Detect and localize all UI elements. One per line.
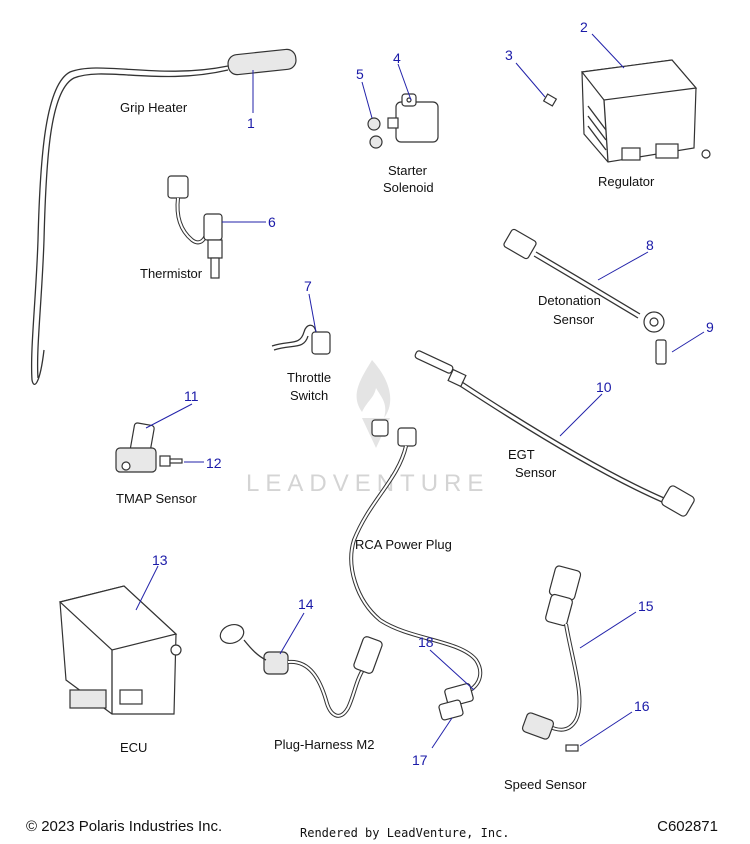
label-starter-line1: Starter — [388, 163, 428, 178]
label-detonation-line2: Sensor — [553, 312, 595, 327]
leader-5 — [361, 81, 373, 119]
label-starter-line2: Solenoid — [383, 180, 434, 195]
callout-17: 17 — [412, 752, 428, 768]
label-regulator: Regulator — [598, 174, 655, 189]
leader-2 — [591, 33, 625, 69]
callout-8: 8 — [646, 237, 654, 253]
ecu-part — [58, 585, 182, 715]
thermistor-part — [167, 175, 223, 279]
callout-11: 11 — [184, 388, 199, 404]
callout-12: 12 — [206, 455, 222, 471]
leader-15 — [579, 611, 637, 649]
leader-13 — [135, 565, 159, 611]
label-plug-harness: Plug-Harness M2 — [274, 737, 374, 752]
callout-5: 5 — [356, 66, 364, 82]
label-egt-line2: Sensor — [515, 465, 557, 480]
leader-10 — [559, 393, 603, 437]
label-throttle-line2: Switch — [290, 388, 328, 403]
label-detonation-line1: Detonation — [538, 293, 601, 308]
callout-7: 7 — [304, 278, 312, 294]
rendered-by-text: Rendered by LeadVenture, Inc. — [300, 826, 510, 840]
speed-sensor-part — [521, 565, 582, 752]
starter-solenoid-part — [367, 93, 439, 149]
callout-6: 6 — [268, 214, 276, 230]
callout-13: 13 — [152, 552, 168, 568]
rca-power-plug-part — [349, 419, 483, 721]
copyright-text: © 2023 Polaris Industries Inc. — [26, 818, 223, 835]
diagram-code: C602871 — [657, 818, 718, 835]
regulator-part — [542, 59, 711, 163]
callout-1: 1 — [247, 115, 255, 131]
leader-14 — [279, 612, 305, 655]
callout-15: 15 — [638, 598, 654, 614]
leader-3 — [515, 62, 546, 98]
callout-16: 16 — [634, 698, 650, 714]
callout-14: 14 — [298, 596, 314, 612]
label-egt-line1: EGT — [508, 447, 535, 462]
leader-4 — [397, 63, 412, 101]
callout-9: 9 — [706, 319, 714, 335]
callout-2: 2 — [580, 19, 588, 35]
tmap-sensor-part — [115, 422, 183, 473]
grip-heater-part — [30, 48, 297, 385]
throttle-switch-part — [271, 324, 331, 355]
callout-4: 4 — [393, 50, 401, 66]
watermark-text: LEADVENTURE — [246, 470, 489, 497]
label-rca: RCA Power Plug — [355, 537, 452, 552]
leader-11 — [145, 403, 193, 429]
label-thermistor: Thermistor — [140, 266, 203, 281]
detonation-sensor-part — [503, 228, 667, 365]
leader-17 — [431, 717, 453, 749]
plug-harness-part — [219, 623, 383, 718]
leader-16 — [579, 711, 633, 747]
egt-sensor-part — [414, 350, 695, 517]
label-ecu: ECU — [120, 740, 147, 755]
label-tmap: TMAP Sensor — [116, 491, 197, 506]
leader-7 — [308, 293, 317, 333]
label-grip-heater: Grip Heater — [120, 100, 188, 115]
leader-8 — [597, 251, 649, 281]
label-throttle-line1: Throttle — [287, 370, 331, 385]
label-speed-sensor: Speed Sensor — [504, 777, 587, 792]
leader-9 — [671, 331, 705, 353]
callout-10: 10 — [596, 379, 612, 395]
callout-18: 18 — [418, 634, 434, 650]
callout-3: 3 — [505, 47, 513, 63]
leader-18 — [429, 649, 475, 691]
